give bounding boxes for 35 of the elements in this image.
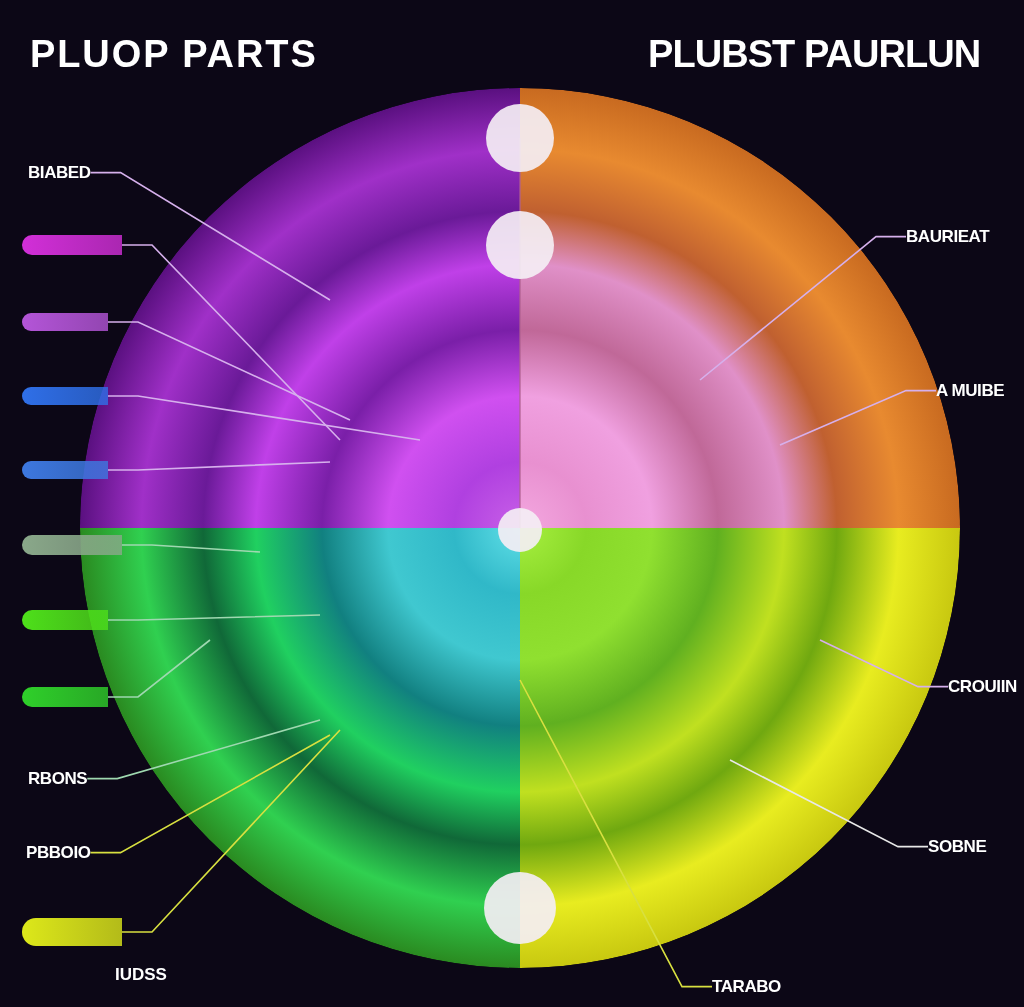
part-label: A MUIBE [936, 380, 1005, 402]
leader-line [819, 639, 949, 688]
part-label: IUDSS [115, 964, 167, 986]
pill-marker [22, 687, 108, 707]
leader-line [107, 321, 351, 421]
part-label: SOBNE [928, 836, 987, 858]
heading: PLUBST PAURLUN [648, 32, 981, 77]
leader-line [107, 395, 421, 441]
part-label: CROUIIN [948, 676, 1017, 698]
leader-line [121, 244, 341, 441]
pill-marker [22, 313, 108, 331]
pill-marker [22, 387, 108, 405]
leader-line [107, 461, 331, 471]
leader-line [121, 729, 341, 933]
part-label: BIABED [28, 162, 91, 184]
title: PLUOP PARTS [30, 32, 318, 77]
leader-line [519, 679, 713, 988]
leader-line [107, 639, 211, 698]
part-label: TARABO [712, 976, 781, 998]
pill-marker [22, 918, 122, 946]
leader-line [121, 544, 261, 553]
leader-line [779, 389, 937, 446]
leader-line [86, 719, 321, 780]
leader-line [89, 734, 331, 854]
leader-line [699, 235, 907, 381]
pill-marker [22, 235, 122, 255]
part-label: BAURIEAT [906, 226, 990, 248]
part-label: PBBOIO [26, 842, 91, 864]
leader-line [107, 614, 321, 621]
leader-line [89, 171, 331, 301]
pill-marker [22, 461, 108, 479]
pill-marker [22, 610, 108, 630]
part-label: RBONS [28, 768, 88, 790]
pill-marker [22, 535, 122, 555]
leader-line [729, 759, 929, 848]
